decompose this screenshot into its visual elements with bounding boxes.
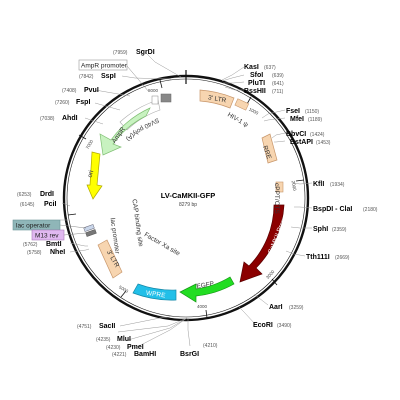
site-leader-lines: [60, 51, 313, 349]
feature-label-ampr: AmpR: [111, 126, 127, 145]
feature-label-cppt: cPPT/CTS: [273, 183, 280, 214]
feature-egfp-arrow: [179, 276, 235, 303]
site-pos-sgrdi: (7959): [113, 50, 128, 56]
site-pos-kfli: (1934): [330, 182, 345, 188]
site-name-fspi: FspI: [76, 99, 90, 106]
site-pos-mlui: (4235): [96, 337, 111, 343]
site-name-pmei: PmeI: [127, 344, 144, 351]
site-pos-bsrgi: (4210): [203, 343, 218, 349]
site-pos-aari: (3259): [289, 305, 304, 311]
feature-ori-arrow: [86, 151, 103, 200]
tick-label-1000: 1000: [248, 107, 260, 116]
site-name-sspi: SspI: [101, 73, 116, 80]
tick-label-7000: 7000: [85, 138, 95, 150]
site-pos-sspi: (7842): [79, 74, 94, 80]
feature-label-ltr-top: 3' LTR: [207, 94, 227, 104]
site-pos-bspdi: (2180): [363, 207, 378, 213]
feature-ltr-3-bottom: [97, 239, 123, 279]
tick-label-4000: 4000: [197, 304, 208, 309]
plasmid-size: 8279 bp: [179, 202, 197, 208]
site-pos-fspi: (7260): [55, 100, 70, 106]
feature-label-wpre: WPRE: [146, 290, 167, 300]
ampr-promoter-box: [78, 59, 128, 71]
tick-label-3000: 3000: [265, 269, 276, 280]
site-pos-sacii: (4751): [77, 324, 92, 330]
site-name-sfoi: SfoI: [250, 72, 263, 79]
site-pos-pcii: (6145): [20, 202, 35, 208]
site-name-sphi: SphI: [313, 226, 328, 233]
feature-lac-marks: [83, 224, 95, 232]
tick-label-5000: 5000: [118, 285, 130, 295]
ampr-promoter-label: AmpR promoter: [81, 63, 128, 70]
site-name-bbvci: BbvCI: [286, 131, 306, 138]
feature-label-factor-xa: Factor Xa site: [143, 231, 182, 257]
feature-ltr-3-top: [199, 89, 235, 109]
lac-operator-label: lac operator: [16, 223, 51, 230]
site-pos-fsei: (1150): [305, 109, 319, 115]
feature-label-egfp: EGFP: [196, 281, 215, 291]
tick-label-2000: 2000: [291, 180, 298, 191]
site-pos-ecori: (3490): [277, 323, 292, 329]
m13-rev-label: M13 rev: [35, 233, 59, 240]
site-name-aari: AarI: [269, 304, 283, 311]
site-name-kfli: KflI: [313, 181, 324, 188]
site-pos-nhei: (5758): [27, 250, 42, 256]
site-name-tth111i: Tth111I: [306, 254, 330, 261]
tick-label-8000: 8000: [148, 88, 159, 93]
site-name-ahdi: AhdI: [62, 115, 78, 122]
site-pos-tth111i: (2669): [335, 255, 350, 261]
site-name-ecori: EcoRI: [253, 322, 273, 329]
feature-label-cap-site: CAP binding site: [130, 199, 144, 248]
site-pos-bsshii: (711): [272, 89, 284, 95]
feature-camkii-arrow: [239, 204, 285, 283]
site-pos-kasi: (637): [264, 65, 276, 71]
site-name-nhei: NheI: [50, 249, 65, 256]
site-pos-drdi: (6253): [17, 192, 32, 198]
feature-label-hiv: HIV-1 ψ: [226, 111, 249, 129]
site-name-mfei: MfeI: [290, 116, 304, 123]
site-name-pvui: PvuI: [84, 87, 99, 94]
site-name-sgrdi: SgrDI: [136, 49, 155, 56]
site-name-pluti: PluTI: [248, 80, 265, 87]
site-pos-bstapi: (1453): [316, 140, 331, 146]
site-name-sacii: SacII: [99, 323, 115, 330]
site-pos-sphi: (2359): [332, 227, 347, 233]
feature-ampr-arrow: [99, 107, 151, 156]
site-name-mlui: MluI: [117, 336, 131, 343]
site-pos-ahdi: (7038): [40, 116, 55, 122]
feature-label-ori: ori: [87, 170, 96, 179]
m13-rev-box: [31, 229, 65, 241]
feature-hiv-psi-box: [234, 98, 250, 111]
site-name-bsrgi: BsrGI: [180, 351, 199, 358]
feature-cppt-box: [275, 181, 284, 193]
feature-label-rre: RRE: [261, 145, 272, 161]
plasmid-name: LV-CaMKII-GFP: [161, 191, 215, 200]
feature-rre: [261, 133, 278, 164]
site-name-fsei: FseI: [286, 108, 300, 115]
feature-wpre: [132, 283, 177, 301]
site-name-bspdi: BspDI - ClaI: [313, 206, 352, 213]
site-name-bamhi: BamHI: [134, 351, 156, 358]
site-pos-bmti: (5762): [23, 242, 38, 248]
site-name-bmti: BmtI: [46, 241, 62, 248]
feature-cap-marks: [85, 229, 97, 237]
site-pos-mfei: (1189): [308, 117, 322, 123]
site-name-bstapi: BstAPI: [290, 139, 313, 146]
site-name-kasi: KasI: [244, 64, 259, 71]
site-pos-pvui: (7408): [62, 88, 77, 94]
site-pos-pmei: (4230): [106, 345, 121, 351]
site-name-drdi: DrdI: [40, 191, 54, 198]
site-name-bsshii: BssHII: [244, 88, 266, 95]
feature-small-white: [151, 95, 159, 105]
feature-small-grey: [160, 93, 172, 103]
site-pos-pluti: (641): [272, 81, 284, 87]
site-pos-bbvci: (1424): [310, 132, 325, 138]
scale-ticks: 1000 2000 3000 4000 5000 7000 8000: [67, 79, 305, 319]
site-name-pcii: PciI: [44, 201, 57, 208]
site-pos-bamhi: (4221): [112, 352, 127, 358]
site-pos-sfoi: (639): [272, 73, 284, 79]
